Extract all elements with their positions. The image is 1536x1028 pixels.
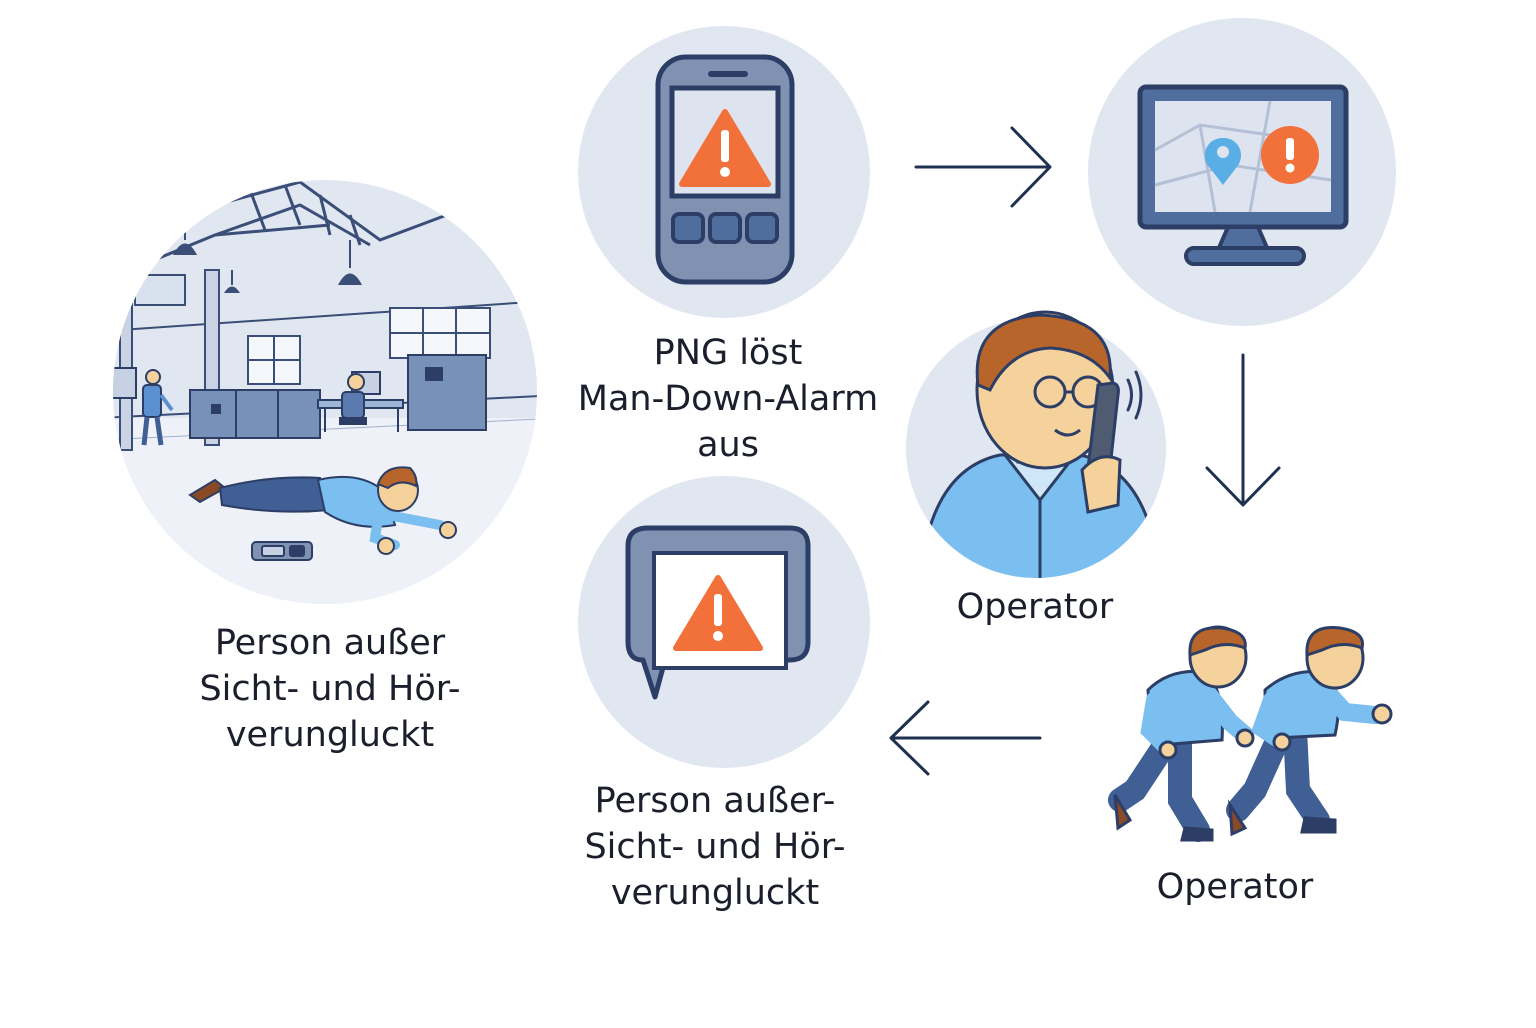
operator-phone-icon (906, 310, 1166, 578)
label-person-message: Person außer- Sicht- und Hör- verungluck… (584, 781, 846, 913)
running-operator-right (1226, 626, 1393, 837)
label-operator-call: Operator (956, 587, 1114, 627)
operators-running-icon (1108, 625, 1393, 842)
fallen-worker-warehouse-icon (113, 180, 537, 604)
arrow-right (914, 126, 1052, 208)
label-png-alarm: PNG löst Man-Down-Alarm aus (577, 333, 879, 465)
arrow-down (1205, 353, 1281, 507)
arrow-left (889, 700, 1042, 776)
png-alarm-device-icon (578, 26, 870, 318)
running-operator-left (1108, 625, 1255, 842)
alarm-message-icon (578, 476, 870, 768)
label-operator-run: Operator (1156, 867, 1314, 907)
label-person-fallen: Person außer Sicht- und Hör- verungluckt (199, 623, 461, 755)
control-room-monitor-icon (1088, 18, 1396, 326)
